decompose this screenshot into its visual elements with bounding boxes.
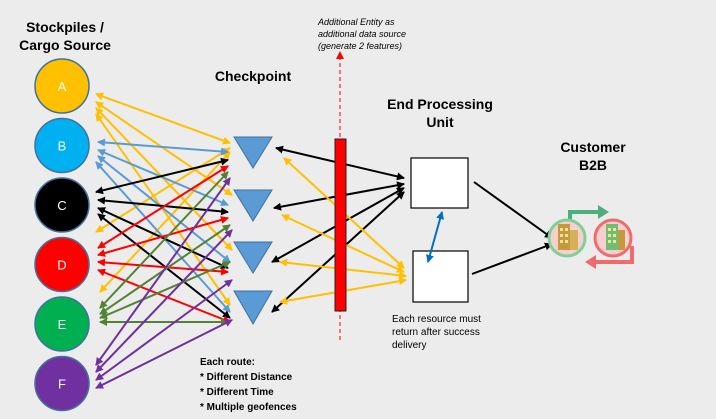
customer-b2b-icon <box>547 205 634 269</box>
processing-note-line1: Each resource must <box>392 314 481 325</box>
arrow-purple <box>95 229 233 373</box>
processing-note-line3: delivery <box>392 340 427 351</box>
arrow-yellow <box>95 92 231 145</box>
arrow-to-customer <box>471 242 553 275</box>
additional-entity-line1: Additional Entity as <box>318 17 395 27</box>
stockpiles-title: Stockpiles / Cargo Source <box>10 18 120 54</box>
processing-unit-box <box>412 250 469 303</box>
source-label: A <box>58 79 67 94</box>
arrow-yellow <box>95 101 233 196</box>
source-label: F <box>58 377 66 392</box>
end-processing-title: End Processing Unit <box>378 95 502 131</box>
source-checkpoint-arrows <box>95 92 233 389</box>
processing-note: Each resource must return after success … <box>392 313 522 352</box>
arrow-processing-link <box>426 211 444 263</box>
end-processing-title-line1: End Processing <box>387 96 493 112</box>
processing-note-line2: return after success <box>392 327 480 338</box>
route-note-geofences: * Multiple geofences <box>200 402 297 413</box>
customer-title: Customer B2B <box>553 138 633 174</box>
data-source-barrier <box>334 138 347 312</box>
additional-entity-line3: (generate 2 features) <box>318 41 403 51</box>
stockpiles-title-line2: Cargo Source <box>19 37 111 53</box>
checkpoints <box>233 136 273 326</box>
source-label: D <box>57 258 66 273</box>
customer-title-line1: Customer <box>560 139 626 155</box>
arrow-black <box>97 207 229 269</box>
additional-entity-note: Additional Entity as additional data sou… <box>318 16 438 52</box>
source-circle <box>34 58 90 114</box>
source-label: C <box>57 198 66 213</box>
source-circle <box>34 236 90 293</box>
source-circle <box>34 355 90 412</box>
source-circle <box>34 177 90 233</box>
source-circle <box>34 117 90 174</box>
checkpoint-triangle <box>233 290 273 326</box>
checkpoint-title: Checkpoint <box>214 68 292 84</box>
checkpoint-triangle <box>233 241 273 274</box>
route-note-time: * Different Time <box>200 387 274 398</box>
arrow-blue <box>97 138 229 156</box>
checkpoint-triangle <box>233 189 273 222</box>
customer-title-line2: B2B <box>578 157 607 173</box>
source-node-f: F <box>34 355 90 412</box>
source-nodes: A B C D E F <box>34 58 90 412</box>
route-notes: Each route: * Different Distance * Diffe… <box>200 355 350 415</box>
source-node-e: E <box>34 296 90 352</box>
arrow-purple <box>95 319 233 389</box>
source-node-b: B <box>34 117 90 174</box>
source-node-c: C <box>34 177 90 233</box>
route-notes-heading: Each route: <box>200 357 256 368</box>
route-note-distance: * Different Distance <box>200 372 293 383</box>
arrow-to-customer <box>473 181 553 239</box>
source-node-a: A <box>34 58 90 114</box>
additional-entity-line2: additional data source <box>318 29 407 39</box>
source-label: B <box>58 139 67 154</box>
end-processing-title-line2: Unit <box>426 114 454 130</box>
stockpiles-title-line1: Stockpiles / <box>26 19 104 35</box>
source-label: E <box>58 317 67 332</box>
source-node-d: D <box>34 236 90 293</box>
checkpoint-triangle <box>233 136 273 169</box>
source-circle <box>34 296 90 352</box>
processing-unit-box <box>410 157 469 209</box>
